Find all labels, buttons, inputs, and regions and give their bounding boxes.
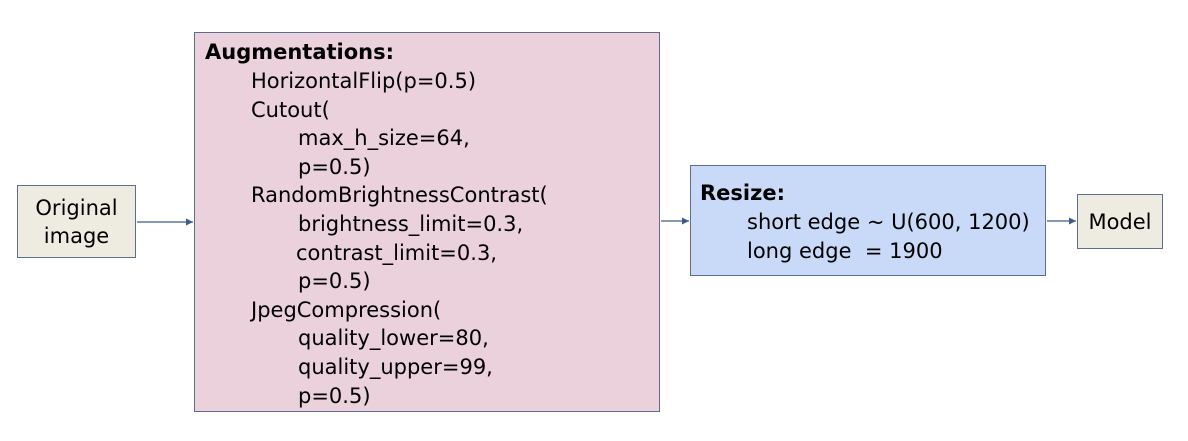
augment-line-cutout-max-h-size: max_h_size=64, bbox=[298, 126, 470, 151]
model-node: Model bbox=[1077, 194, 1163, 249]
original-image-node: Original image bbox=[17, 185, 136, 258]
augment-line-cutout: Cutout( bbox=[251, 97, 330, 122]
resize-title: Resize: bbox=[700, 181, 785, 205]
resize-node: Resize: short edge ~ U(600, 1200) long e… bbox=[690, 165, 1046, 276]
augment-line-jpeg-p: p=0.5) bbox=[298, 383, 371, 408]
model-label: Model bbox=[1088, 209, 1152, 234]
augment-line-brightness-limit: brightness_limit=0.3, bbox=[298, 211, 524, 236]
augment-line-contrast-limit: contrast_limit=0.3, bbox=[296, 240, 497, 265]
resize-line-short-edge: short edge ~ U(600, 1200) bbox=[747, 210, 1030, 234]
original-image-label-line2: image bbox=[43, 223, 110, 248]
augmentations-node: Augmentations: HorizontalFlip(p=0.5) Cut… bbox=[194, 32, 660, 412]
augment-line-quality-lower: quality_lower=80, bbox=[298, 326, 489, 351]
augmentations-title: Augmentations: bbox=[205, 40, 395, 64]
augment-line-jpeg-compression: JpegCompression( bbox=[251, 297, 442, 322]
original-image-label-line1: Original bbox=[35, 195, 118, 220]
augment-line-brightness-p: p=0.5) bbox=[298, 269, 371, 294]
augment-line-horizontal-flip: HorizontalFlip(p=0.5) bbox=[251, 69, 477, 93]
augment-line-random-brightness-contrast: RandomBrightnessContrast( bbox=[251, 183, 548, 208]
augment-line-quality-upper: quality_upper=99, bbox=[298, 354, 493, 379]
resize-line-long-edge: long edge = 1900 bbox=[747, 239, 943, 263]
augment-line-cutout-p: p=0.5) bbox=[298, 154, 371, 179]
